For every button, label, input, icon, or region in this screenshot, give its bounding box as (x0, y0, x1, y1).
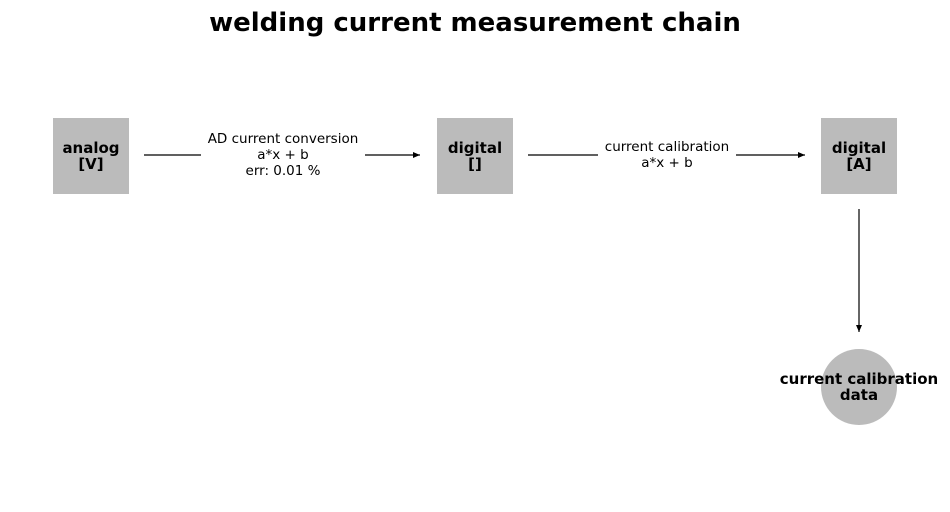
edge-label-current-calibration: current calibration a*x + b (598, 139, 736, 171)
diagram-title: welding current measurement chain (209, 8, 741, 38)
node-calibration-data: current calibration data (780, 349, 938, 425)
node-analog: analog [V] (53, 118, 129, 194)
edge-label-ad-conversion: AD current conversion a*x + b err: 0.01 … (201, 131, 365, 179)
node-digital-a: digital [A] (821, 118, 897, 194)
node-digital-raw: digital [] (437, 118, 513, 194)
